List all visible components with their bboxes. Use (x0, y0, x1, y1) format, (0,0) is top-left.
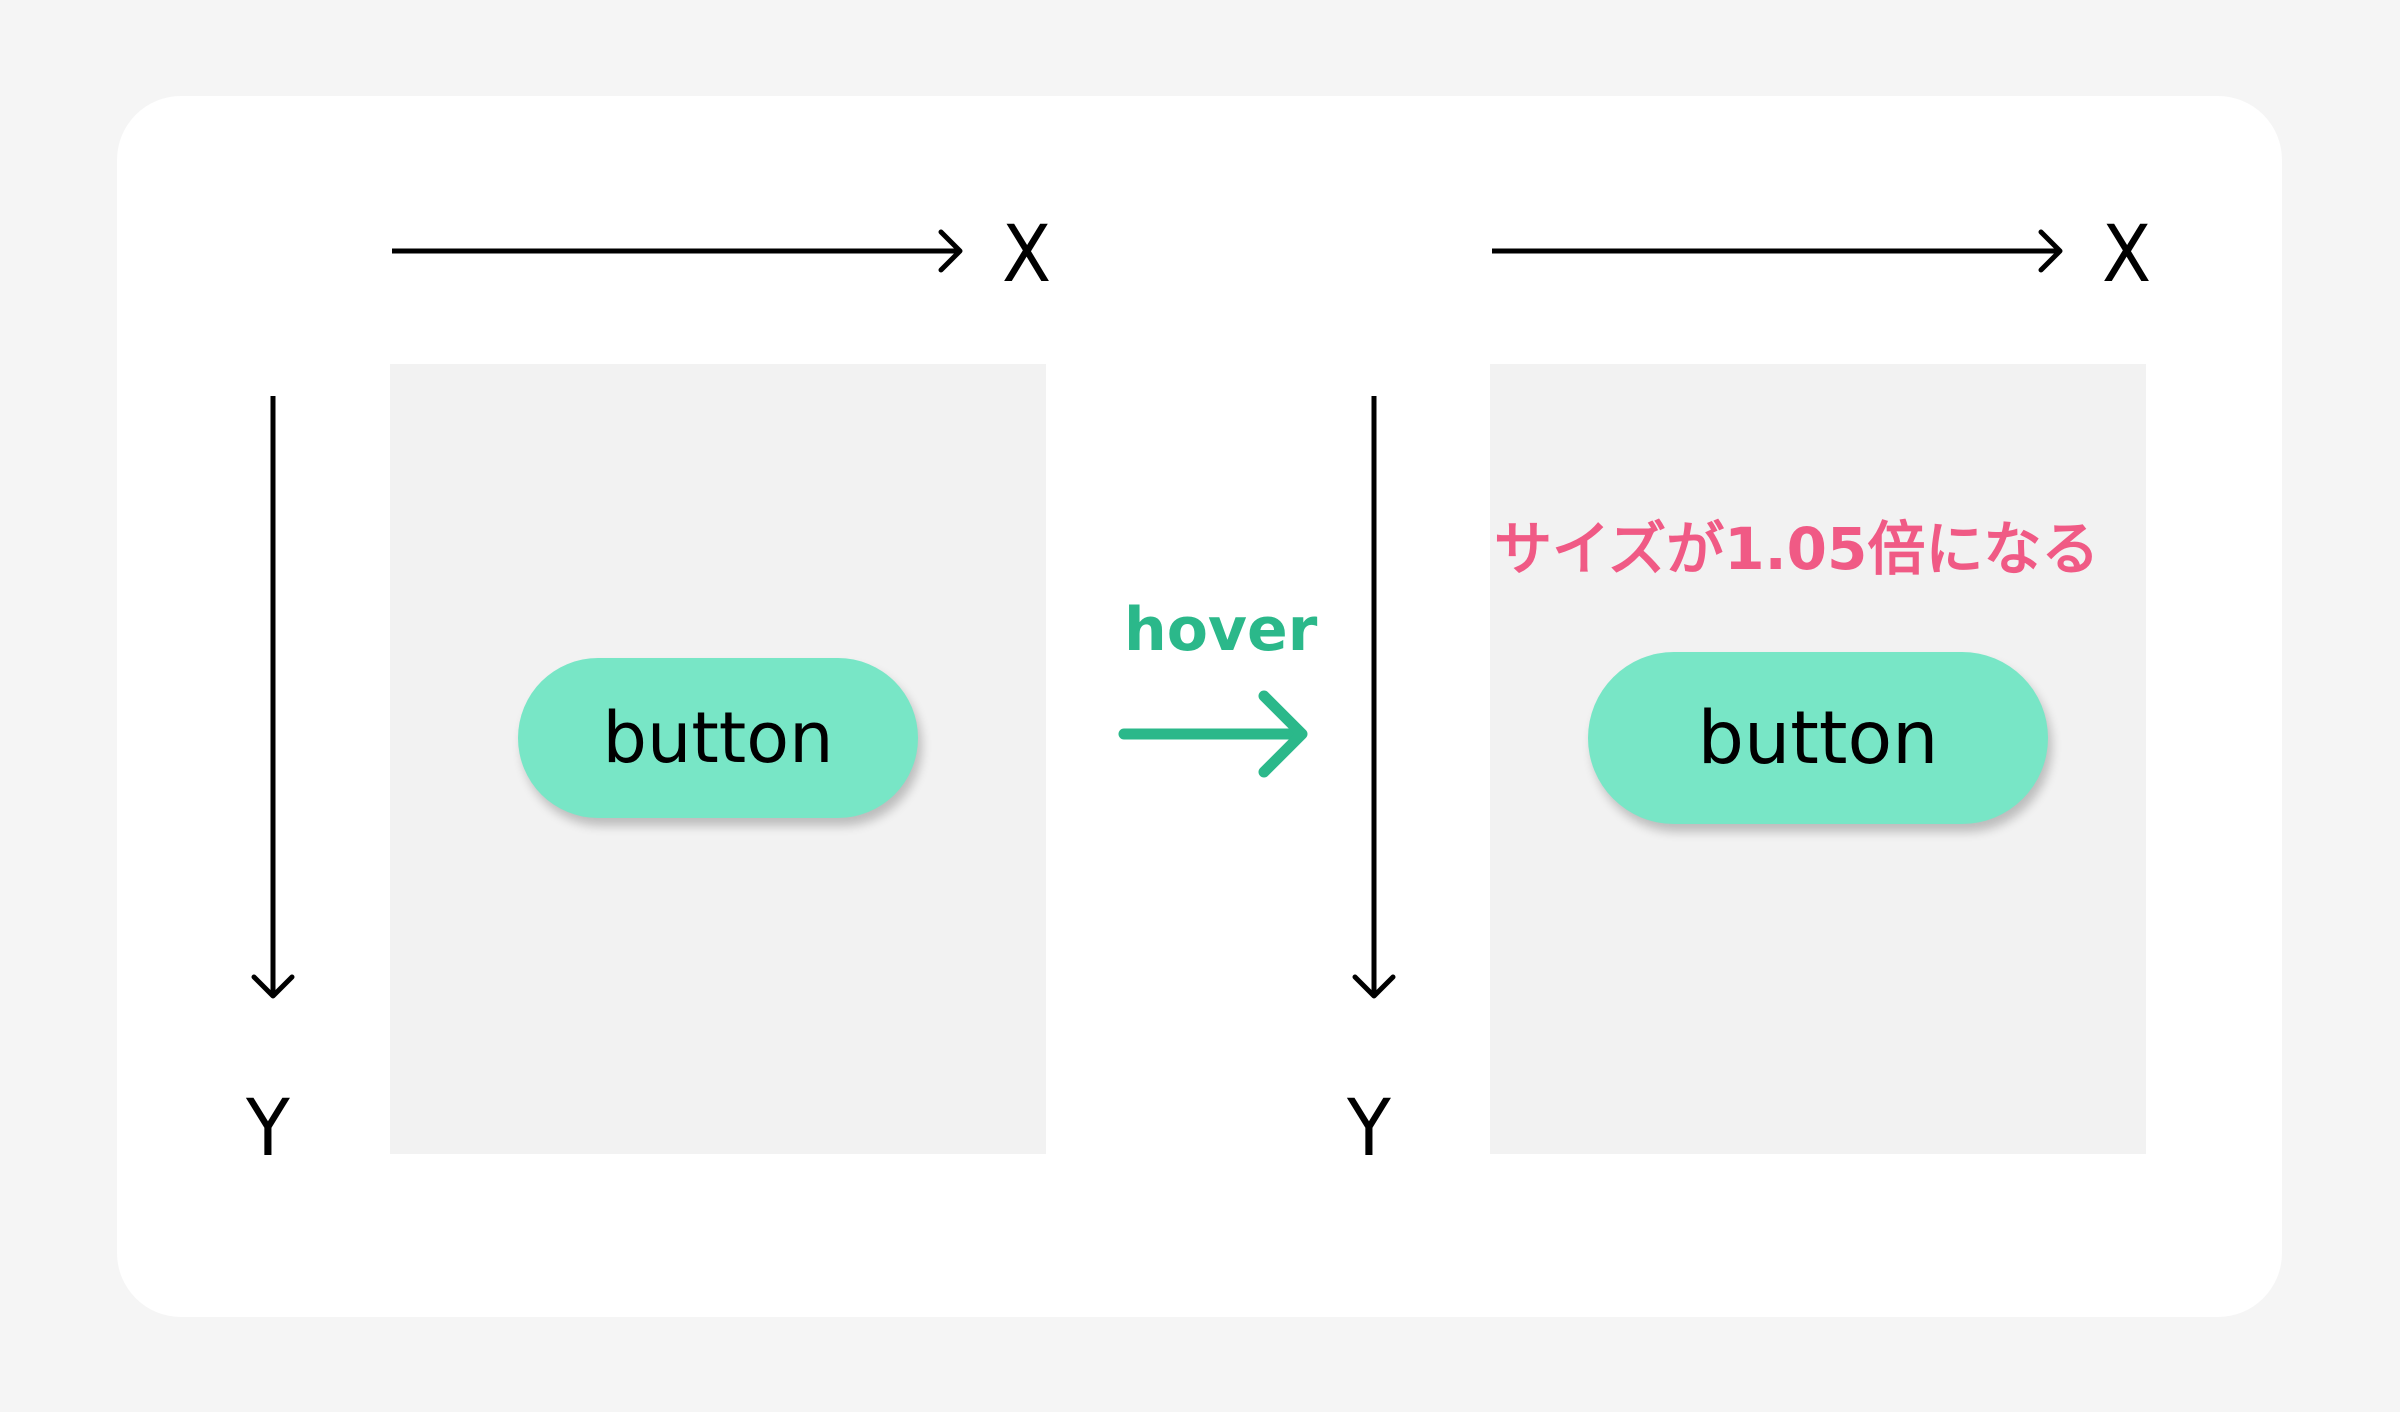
x-axis-label-before: X (1002, 210, 1052, 300)
y-axis-label-before: Y (246, 1084, 290, 1174)
x-axis-arrow-icon-before (392, 229, 963, 273)
y-axis-arrow-icon-before (251, 396, 295, 999)
hover-label: hover (1124, 595, 1318, 665)
x-axis-label-after: X (2102, 210, 2152, 300)
x-axis-arrow-icon-after (1492, 229, 2063, 273)
hover-arrow-icon (1118, 690, 1308, 778)
y-axis-arrow-icon-after (1352, 396, 1396, 999)
button-label: button (602, 697, 834, 779)
button-before-hover[interactable]: button (518, 658, 918, 818)
y-axis-label-after: Y (1347, 1084, 1391, 1174)
button-label: button (1697, 695, 1939, 781)
button-after-hover[interactable]: button (1588, 652, 2048, 824)
scale-note: サイズが1.05倍になる (1494, 515, 2100, 583)
